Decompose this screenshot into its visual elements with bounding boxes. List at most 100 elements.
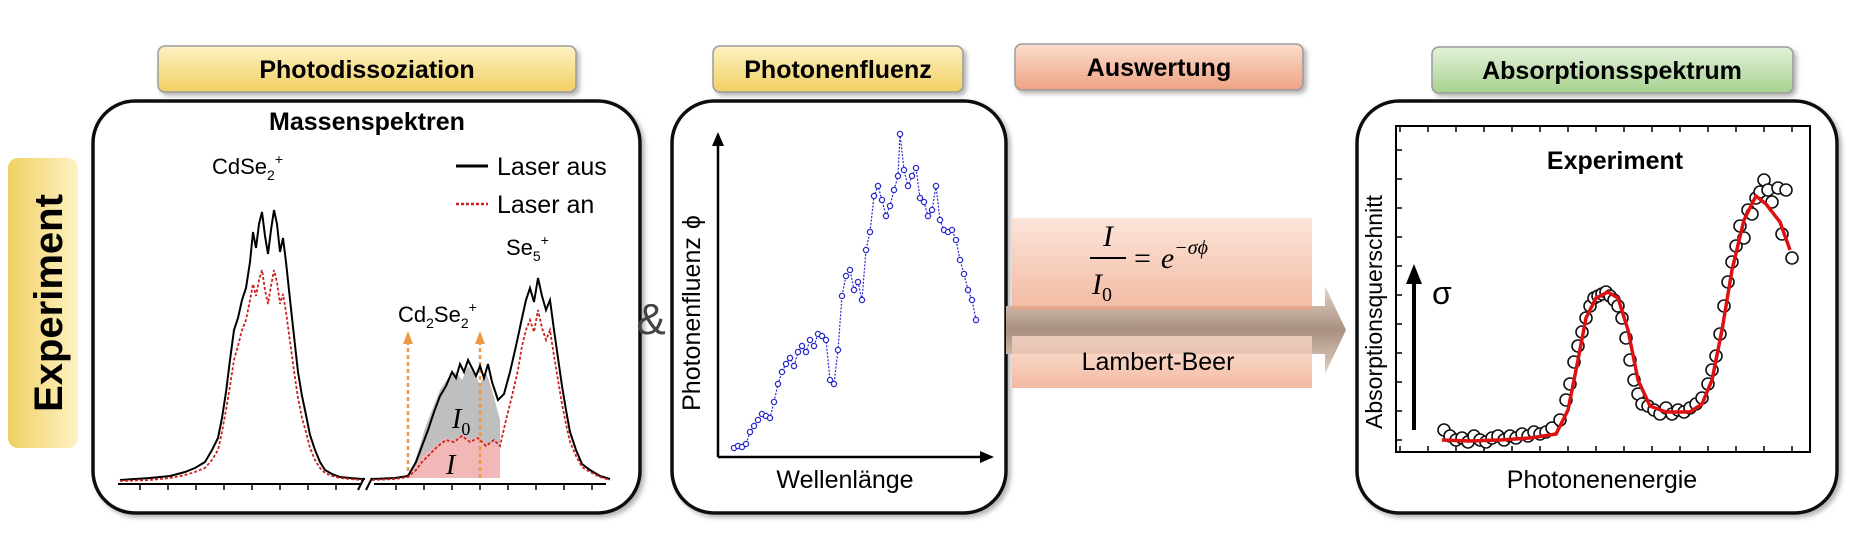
spectrum-x-label: Photonenenergie (1507, 466, 1697, 494)
fluence-point (960, 270, 968, 278)
fluence-point (842, 272, 850, 280)
fluence-point (834, 346, 842, 354)
fluence-point (900, 166, 908, 174)
peak-label-cdse2: CdSe2+ (212, 151, 283, 183)
fluence-point (806, 336, 814, 344)
mass-spectra-panel (91, 99, 642, 515)
fluence-x-label: Wellenlänge (776, 466, 913, 494)
fluence-point (822, 336, 830, 344)
fluence-point (830, 380, 838, 388)
side-label-text: Experiment (27, 194, 71, 412)
mass-spectrum-laser-off (119, 209, 611, 481)
sigma-symbol: σ (1432, 275, 1452, 311)
fluence-point (894, 172, 902, 180)
fluence-point (972, 316, 980, 324)
fluence-point (794, 348, 802, 356)
i-area-fill (408, 434, 500, 478)
svg-text:I0: I0 (1091, 268, 1112, 306)
fluence-point (882, 212, 890, 220)
svg-text:=e−σϕ: =e−σϕ (1134, 237, 1208, 275)
fluence-point (912, 164, 920, 172)
ampersand: & (636, 295, 665, 344)
fluence-point (782, 360, 790, 368)
fluence-point (742, 440, 750, 448)
fluence-point (790, 362, 798, 370)
mass-x-axis (118, 477, 606, 491)
fluence-point (936, 216, 944, 224)
fluence-point (904, 182, 912, 190)
fluence-point (866, 228, 874, 236)
fluence-point (948, 226, 956, 234)
lambert-beer-label: Lambert-Beer (1082, 348, 1235, 376)
peak-label-cd2se2: Cd2Se2+ (398, 299, 477, 331)
mass-panel-title: Massenspektren (269, 108, 465, 136)
fluence-point (878, 196, 886, 204)
legend-laser-off-label: Laser aus (497, 153, 607, 181)
fluence-point (770, 398, 778, 406)
svg-text:I: I (1102, 220, 1115, 253)
spectrum-panel (1355, 99, 1839, 515)
fluence-point (802, 348, 810, 356)
fluence-point (968, 296, 976, 304)
peak-label-se5: Se5+ (506, 232, 549, 264)
header-photodissociation-label: Photodissoziation (259, 56, 474, 84)
fluence-point (766, 414, 774, 422)
fluence-point (920, 198, 928, 206)
fluence-point (886, 202, 894, 210)
evaluation-arrow (1006, 218, 1346, 388)
header-fluence (712, 45, 964, 93)
header-fluence-label: Photonenfluenz (744, 56, 931, 84)
fluence-point (932, 182, 940, 190)
fluence-point (774, 380, 782, 388)
fluence-point (778, 368, 786, 376)
spectrum-plot-frame (1395, 125, 1811, 453)
fluence-point (916, 194, 924, 202)
fluence-curve (730, 130, 980, 452)
fluence-line (733, 133, 977, 449)
fluence-point (798, 342, 806, 350)
fluence-point (818, 332, 826, 340)
fluence-point (952, 236, 960, 244)
fluence-point (746, 428, 754, 436)
lambert-beer-formula: I I0 =e−σϕ (1090, 220, 1208, 306)
fluence-point (862, 246, 870, 254)
fluence-panel (670, 99, 1008, 515)
fluence-point (858, 296, 866, 304)
sigma-arrow (1406, 264, 1422, 430)
spectrum-data-points (1437, 173, 1799, 449)
spectrum-fit-curve (1441, 193, 1792, 443)
fluence-point (750, 422, 758, 430)
header-evaluation (1014, 43, 1304, 91)
integration-bound-left (403, 331, 413, 478)
fluence-point (838, 292, 846, 300)
fluence-point (928, 206, 936, 214)
fluence-axes (712, 132, 994, 463)
fluence-point (846, 266, 854, 274)
header-spectrum (1431, 46, 1794, 94)
fluence-point (810, 342, 818, 350)
fluence-point (896, 130, 904, 138)
i-area-label: I (445, 450, 457, 481)
fluence-y-label: Photonenfluenzϕ (678, 215, 706, 411)
fluence-point (956, 256, 964, 264)
fluence-point (890, 186, 898, 194)
fluence-point (870, 192, 878, 200)
mass-spectrum-laser-on (119, 269, 611, 482)
header-evaluation-label: Auswertung (1087, 54, 1231, 82)
fluence-point (908, 172, 916, 180)
spectrum-title: Experiment (1547, 147, 1684, 175)
legend-laser-on-label: Laser an (497, 191, 594, 219)
fluence-point (754, 416, 762, 424)
fluence-point (854, 278, 862, 286)
fluence-point (850, 286, 858, 294)
fluence-point (826, 376, 834, 384)
fluence-point (786, 354, 794, 362)
fluence-point (964, 286, 972, 294)
header-photodissociation (157, 45, 577, 93)
header-spectrum-label: Absorptionsspektrum (1482, 57, 1742, 85)
spectrum-point (1785, 251, 1799, 265)
i0-area-label: I0 (451, 404, 470, 439)
side-label-experiment: Experiment (8, 158, 78, 448)
fluence-point (874, 182, 882, 190)
